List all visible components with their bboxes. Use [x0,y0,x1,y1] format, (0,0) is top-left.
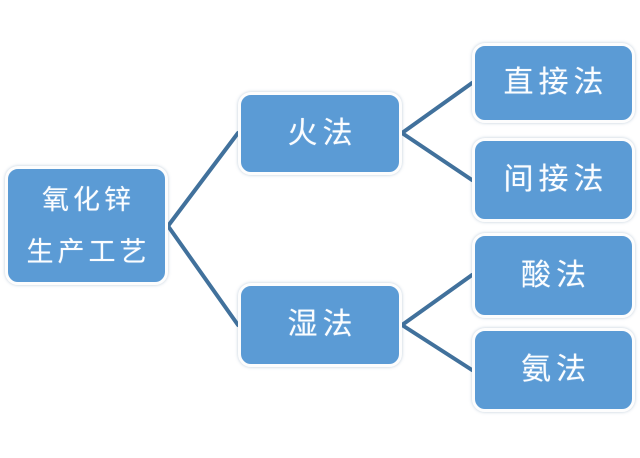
connector-root-fire [166,131,240,228]
node-leaf-acid-method: 酸法 [472,233,635,318]
connector-fire-indirect [400,131,474,182]
connector-fire-direct [400,81,474,135]
node-root-zinc-oxide-process: 氧化锌 生产工艺 [5,166,168,285]
node-branch-wet-method: 湿法 [238,283,402,367]
connector-wet-ammonia [400,323,474,372]
node-leaf-ammonia-method: 氨法 [472,328,635,412]
node-root-label-line1: 氧化锌 [42,184,135,215]
node-leaf-indirect-label: 间接法 [503,163,609,196]
node-leaf-direct-method: 直接法 [472,43,635,123]
node-branch-fire-label: 火法 [287,116,358,150]
node-branch-fire-method: 火法 [238,92,402,175]
connector-wet-acid [400,273,474,327]
node-leaf-acid-label: 酸法 [521,258,591,292]
node-leaf-ammonia-label: 氨法 [521,353,591,386]
node-leaf-direct-label: 直接法 [503,66,609,99]
node-root-label-line2: 生产工艺 [26,236,151,267]
connector-root-wet [166,224,240,327]
node-branch-wet-label: 湿法 [287,308,358,341]
node-leaf-indirect-method: 间接法 [472,138,635,222]
